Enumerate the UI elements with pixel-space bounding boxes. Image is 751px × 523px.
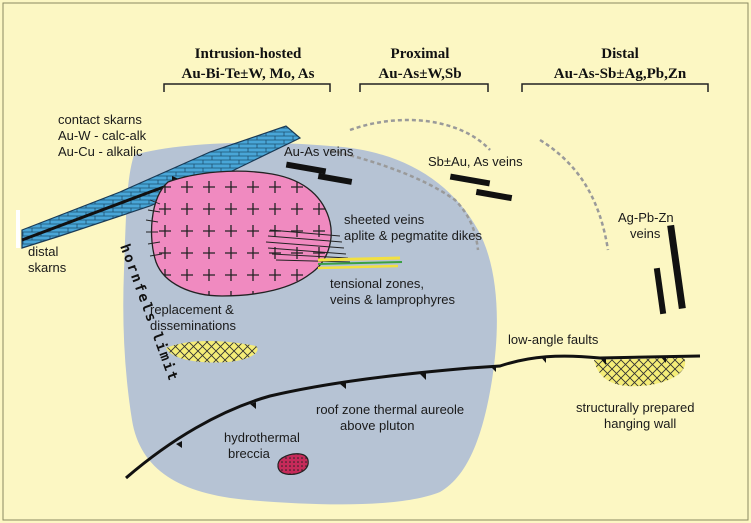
pluton-outline (150, 170, 332, 297)
label-disseminations: disseminations (150, 318, 236, 333)
label-roof-zone: roof zone thermal aureole (316, 402, 464, 417)
label-above-pluton: above pluton (340, 418, 414, 433)
label-distal-skarns-line1: distal (28, 244, 58, 259)
label-contact-skarns: contact skarns (58, 112, 142, 127)
header-proximal-metals: Au-As±W,Sb (378, 66, 461, 82)
hornfels-dash-proximal (349, 118, 491, 151)
label-contact-skarns-auw: Au-W - calc-alk (58, 128, 147, 143)
label-ag-pb-zn: Ag-Pb-Zn (618, 210, 674, 225)
label-sb-veins: Sb±Au, As veins (428, 154, 523, 169)
hornfels-dash-aureole (329, 148, 480, 251)
label-contact-skarns-aucu: Au-Cu - alkalic (58, 144, 143, 159)
label-hanging-wall: hanging wall (604, 416, 676, 431)
header-brackets (163, 83, 709, 92)
header-intrusion-title: Intrusion-hosted (195, 46, 302, 62)
breccia-dots (277, 453, 309, 475)
label-au-as-veins: Au-As veins (284, 144, 354, 159)
label-sheeted-veins: sheeted veins (344, 212, 425, 227)
label-structurally-prepared: structurally prepared (576, 400, 695, 415)
vein-bars (285, 161, 686, 315)
label-distal-skarns-line2: skarns (28, 260, 67, 275)
skarn-outline (21, 125, 302, 249)
label-low-angle-faults: low-angle faults (508, 332, 599, 347)
label-breccia: breccia (228, 446, 271, 461)
header-proximal-title: Proximal (391, 46, 450, 62)
dike-strips (317, 256, 403, 270)
header-distal-metals: Au-As-Sb±Ag,Pb,Zn (554, 66, 687, 82)
hanging-wall-ore-hatch (594, 358, 686, 387)
sheeted-vein-hatching (145, 199, 351, 263)
header-intrusion-metals: Au-Bi-Te±W, Mo, As (182, 66, 315, 82)
distal-skarn-marker (16, 210, 20, 248)
label-hydrothermal: hydrothermal (224, 430, 300, 445)
label-ag-pb-zn-veins: veins (630, 226, 661, 241)
label-veins-lamprophyres: veins & lamprophyres (330, 292, 455, 307)
label-aplite-dikes: aplite & pegmatite dikes (344, 228, 483, 243)
pluton-crosses (151, 171, 332, 296)
header-distal-title: Distal (601, 46, 639, 62)
label-tensional-zones: tensional zones, (330, 276, 424, 291)
label-replacement: replacement & (150, 302, 234, 317)
fault-teeth (176, 356, 666, 448)
hornfels-dash-distal (539, 138, 610, 251)
replacement-ore-hatch (166, 341, 258, 363)
